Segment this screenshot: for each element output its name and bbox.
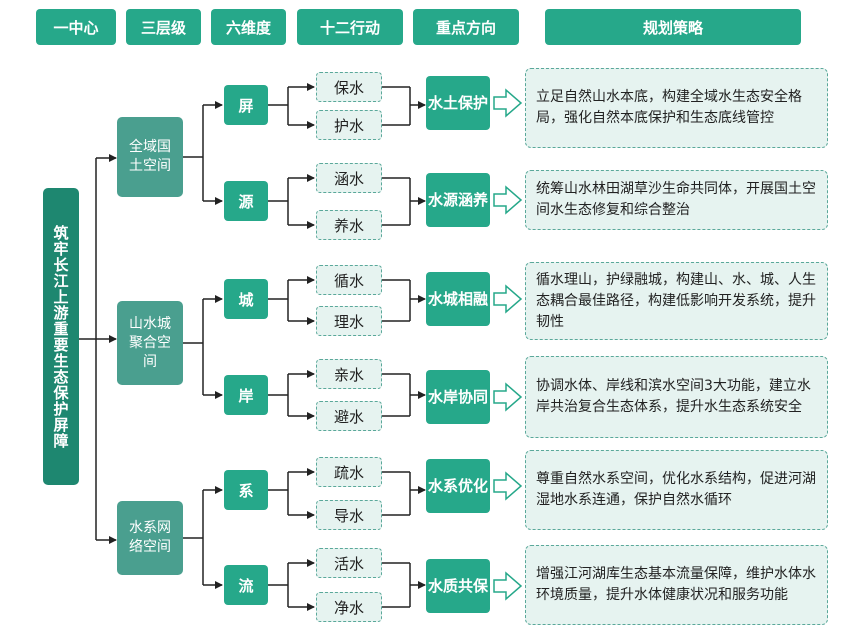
strategy-text: 增强江河湖库生态基本流量保障，维护水体水环境质量，提升水体健康状况和服务功能 (536, 566, 816, 603)
strategy-text: 统筹山水林田湖草沙生命共同体，开展国土空间水生态修复和综合整治 (536, 181, 816, 218)
level-water-network: 水系网络空间 (117, 501, 183, 575)
header-dimensions: 六维度 (211, 9, 286, 45)
direction-to-strategy-arrow (493, 471, 523, 501)
action-hanshui: 涵水 (316, 163, 382, 193)
dim-yuan: 源 (224, 181, 268, 221)
strategy-text: 尊重自然水系空间，优化水系结构，促进河湖湿地水系连通，保护自然水循环 (536, 471, 816, 508)
direction-to-strategy-arrow (493, 88, 523, 118)
action-qinshui: 亲水 (316, 359, 382, 389)
strategy-liu: 增强江河湖库生态基本流量保障，维护水体水环境质量，提升水体健康状况和服务功能 (525, 545, 828, 625)
action-hushui: 护水 (316, 110, 382, 140)
direction-to-strategy-arrow (493, 284, 523, 314)
direction-water-soil-protection: 水土保护 (426, 76, 490, 130)
strategy-xi: 尊重自然水系空间，优化水系结构，促进河湖湿地水系连通，保护自然水循环 (525, 450, 828, 530)
header-center: 一中心 (36, 9, 116, 45)
direction-water-source-conservation: 水源涵养 (426, 173, 490, 227)
strategy-text: 循水理山，护绿融城，构建山、水、城、人生态耦合最佳路径，构建低影响开发系统，提升… (536, 271, 816, 330)
root-center: 筑牢长江上游重要生态保护屏障 (43, 188, 79, 485)
action-bishui: 避水 (316, 401, 382, 431)
action-huoshui: 活水 (316, 548, 382, 578)
strategy-text: 立足自然山水本底，构建全域水生态安全格局，强化自然本底保护和生态底线管控 (536, 89, 802, 126)
direction-water-city-integration: 水城相融 (426, 272, 490, 326)
header-levels: 三层级 (126, 9, 201, 45)
direction-water-system-optimization: 水系优化 (426, 459, 490, 513)
direction-water-quality-protection: 水质共保 (426, 559, 490, 613)
level-mountain-water-city: 山水城聚合空间 (117, 301, 183, 385)
action-yangshui: 养水 (316, 210, 382, 240)
action-xunshui: 循水 (316, 265, 382, 295)
strategy-ping: 立足自然山水本底，构建全域水生态安全格局，强化自然本底保护和生态底线管控 (525, 68, 828, 148)
direction-water-bank-coordination: 水岸协同 (426, 370, 490, 424)
dim-xi: 系 (224, 470, 268, 510)
header-strategies: 规划策略 (545, 9, 801, 45)
header-directions: 重点方向 (413, 9, 519, 45)
direction-to-strategy-arrow (493, 185, 523, 215)
action-jingshui: 净水 (316, 592, 382, 622)
strategy-text: 协调水体、岸线和滨水空间3大功能，建立水岸共治复合生态体系，提升水生态系统安全 (536, 378, 811, 415)
strategy-yuan: 统筹山水林田湖草沙生命共同体，开展国土空间水生态修复和综合整治 (525, 170, 828, 230)
strategy-cheng: 循水理山，护绿融城，构建山、水、城、人生态耦合最佳路径，构建低影响开发系统，提升… (525, 262, 828, 340)
dim-ping: 屏 (224, 85, 268, 125)
dim-an: 岸 (224, 375, 268, 415)
action-lishui: 理水 (316, 306, 382, 336)
action-baoshui: 保水 (316, 72, 382, 102)
direction-to-strategy-arrow (493, 571, 523, 601)
level-global-space: 全域国土空间 (117, 117, 183, 197)
header-actions: 十二行动 (297, 9, 403, 45)
action-shushui: 疏水 (316, 457, 382, 487)
dim-liu: 流 (224, 565, 268, 605)
direction-to-strategy-arrow (493, 382, 523, 412)
strategy-an: 协调水体、岸线和滨水空间3大功能，建立水岸共治复合生态体系，提升水生态系统安全 (525, 356, 828, 438)
action-daoshui: 导水 (316, 500, 382, 530)
dim-cheng: 城 (224, 279, 268, 319)
